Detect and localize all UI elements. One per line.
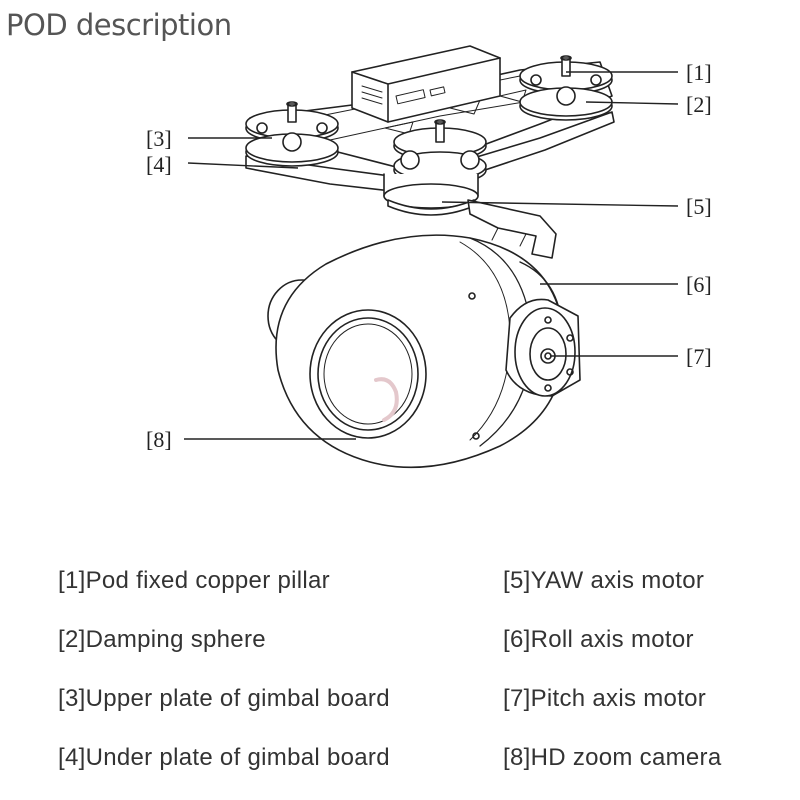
legend-item-7: [7]Pitch axis motor xyxy=(503,685,707,712)
callout-8: [8] xyxy=(146,427,172,452)
page-title: POD description xyxy=(6,8,232,42)
leader-2 xyxy=(585,101,679,105)
leader-4 xyxy=(187,162,299,169)
legend-item-2: [2]Damping sphere xyxy=(58,626,266,653)
leader-5 xyxy=(441,201,679,207)
pitch-motor xyxy=(505,298,581,397)
callout-1: [1] xyxy=(686,60,712,85)
legend-item-6: [6]Roll axis motor xyxy=(503,626,694,653)
damper-left xyxy=(245,101,339,167)
pod-diagram: [1] [2] [3] [4] [5] [6] [7] [8] xyxy=(146,45,712,469)
legend-item-4: [4]Under plate of gimbal board xyxy=(58,744,390,771)
damper-front xyxy=(393,119,487,185)
callout-5: [5] xyxy=(686,194,712,219)
damper-right xyxy=(519,55,613,121)
callout-6: [6] xyxy=(686,272,712,297)
legend-item-8: [8]HD zoom camera xyxy=(503,744,722,771)
callout-4: [4] xyxy=(146,152,172,177)
callout-2: [2] xyxy=(686,92,712,117)
legend-item-1: [1]Pod fixed copper pillar xyxy=(58,567,330,594)
yaw-motor xyxy=(383,173,479,216)
control-box xyxy=(351,45,501,123)
legend-item-5: [5]YAW axis motor xyxy=(503,567,705,594)
gimbal-arm xyxy=(467,199,557,259)
legend-item-3: [3]Upper plate of gimbal board xyxy=(58,685,390,712)
callout-7: [7] xyxy=(686,344,712,369)
callout-3: [3] xyxy=(146,126,172,151)
